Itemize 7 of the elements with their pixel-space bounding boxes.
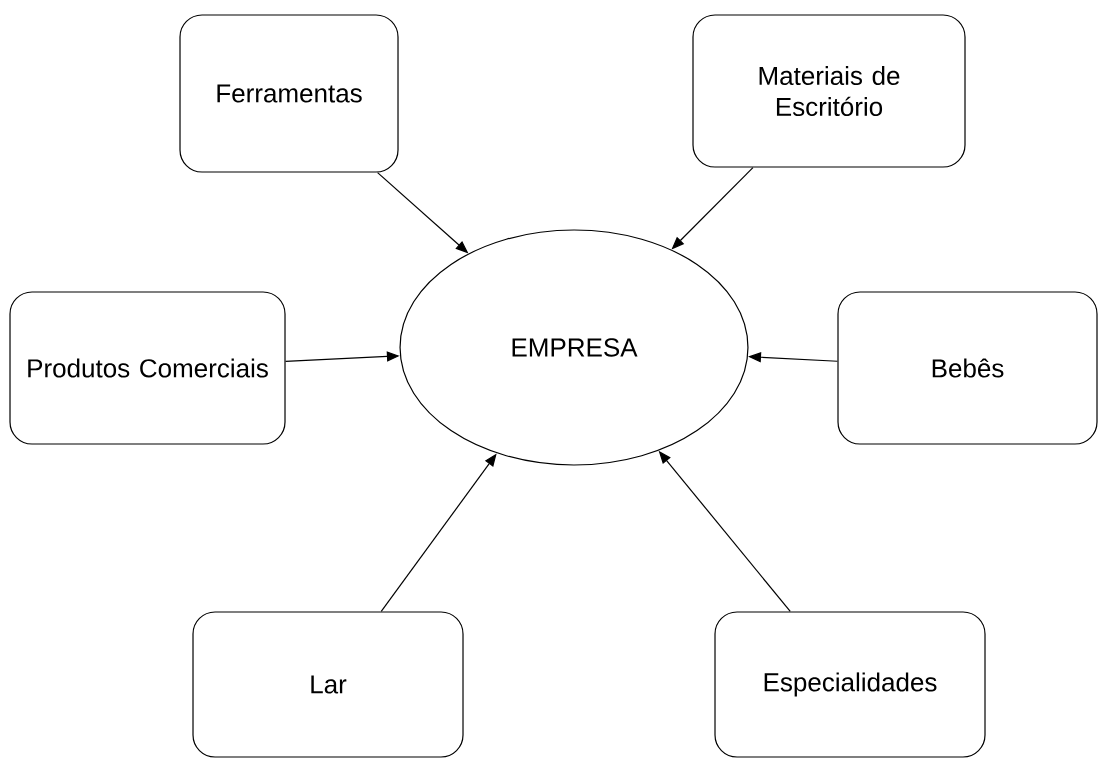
category-box: Produtos Comerciais <box>9 291 286 445</box>
category-box: Materiais de Escritório <box>692 14 966 168</box>
category-box: Especialidades <box>714 611 986 758</box>
ellipse-node: EMPRESA <box>399 229 749 466</box>
category-box: Ferramentas <box>179 14 399 173</box>
category-box: Bebês <box>837 291 1098 445</box>
category-box: Lar <box>192 611 464 758</box>
